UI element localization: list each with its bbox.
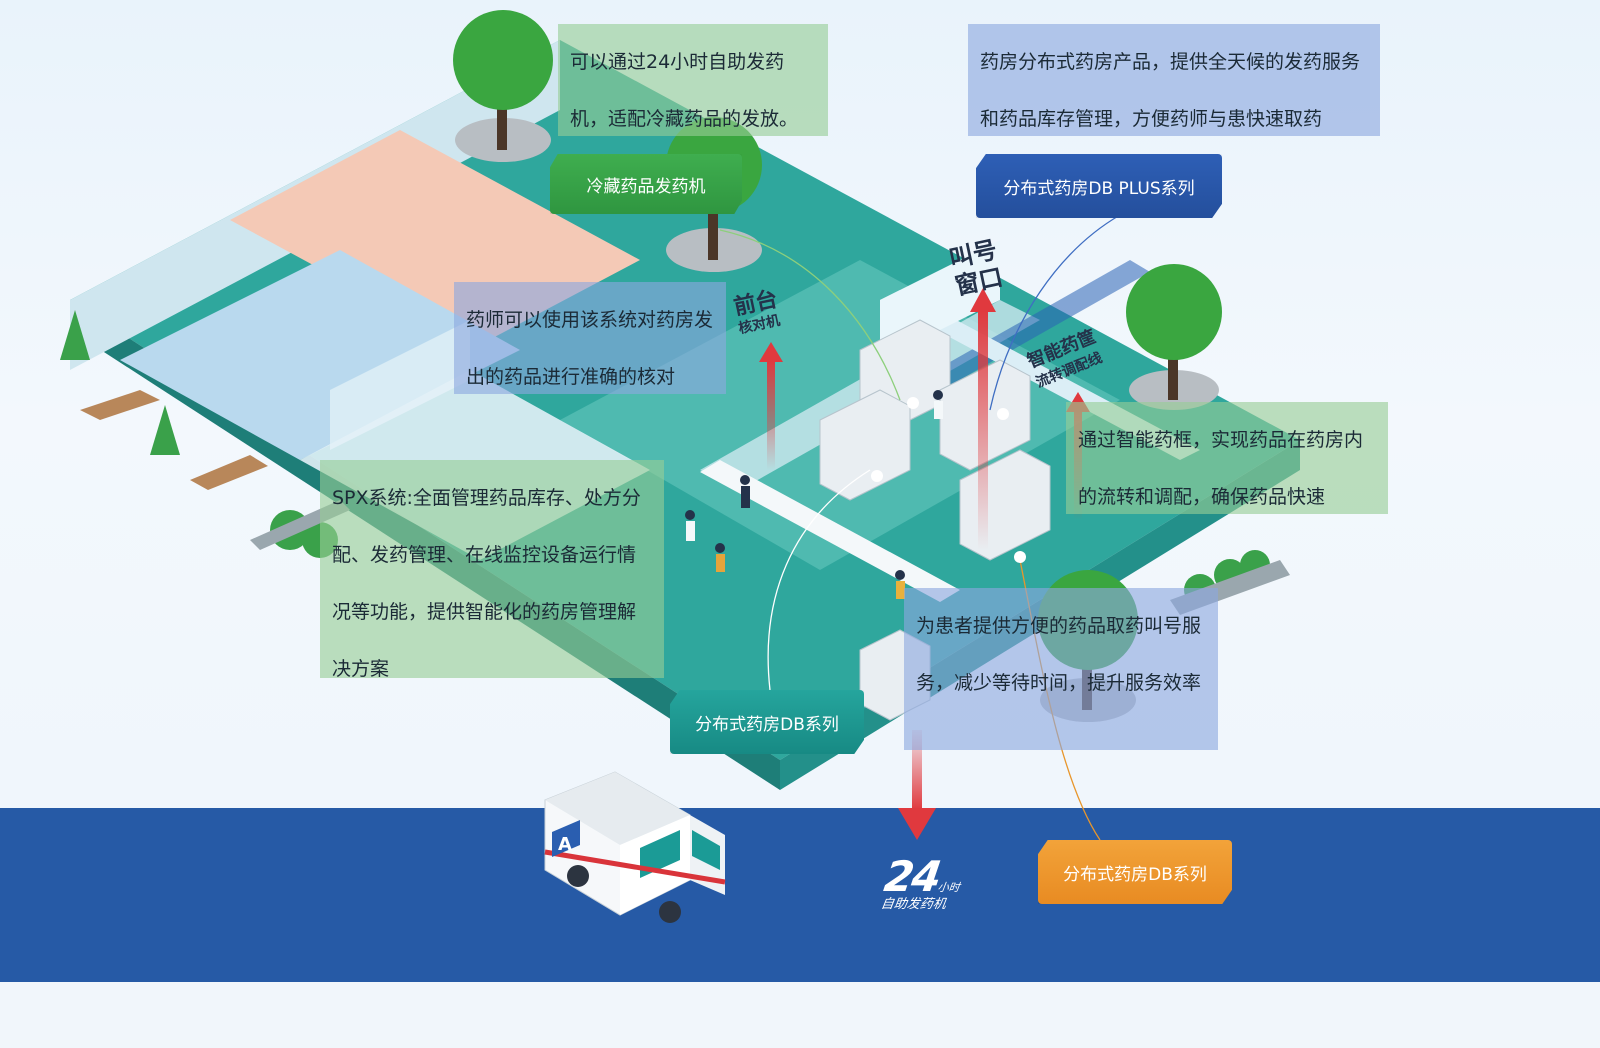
ambulance-letter: A — [558, 834, 572, 855]
label-db-series-teal: 分布式药房DB系列 — [670, 690, 864, 754]
badge-24h-caption: 自助发药机 — [879, 897, 947, 912]
wall-room-blue — [120, 250, 520, 460]
people — [685, 390, 943, 599]
partition-wall — [330, 320, 470, 450]
badge-24h: 24小时 自助发药机 — [880, 852, 965, 912]
blue-road-band — [0, 808, 1600, 982]
callout-spx-system: SPX系统:全面管理药品库存、处方分配、发药管理、在线监控设备运行情况等功能，提… — [320, 460, 664, 680]
service-counter — [700, 460, 960, 602]
benches — [80, 390, 268, 490]
callout-pharmacist-check: 药师可以使用该系统对药房发出的药品进行准确的核对 — [454, 282, 726, 394]
label-db-series-orange: 分布式药房DB系列 — [1038, 840, 1232, 904]
callout-smart-frame: 通过智能药框，实现药品在药房内的流转和调配，确保药品快速 — [1066, 402, 1388, 514]
label-cold-storage-machine: 冷藏药品发药机 — [550, 154, 742, 214]
connector-dots — [871, 397, 1026, 563]
callout-cold-storage: 可以通过24小时自助发药机，适配冷藏药品的发放。 — [558, 24, 828, 136]
ambulance — [544, 771, 726, 923]
front-desk-sign: 前台 核对机 — [731, 286, 784, 340]
label-db-plus-series: 分布式药房DB PLUS系列 — [976, 154, 1222, 218]
bottom-strip — [0, 982, 1600, 1048]
callout-queue-call: 为患者提供方便的药品取药叫号服务，减少等待时间，提升服务效率 — [904, 588, 1218, 750]
callout-distributed-pharmacy: 药房分布式药房产品，提供全天候的发药服务和药品库存管理，方便药师与患快速取药 — [968, 24, 1380, 136]
